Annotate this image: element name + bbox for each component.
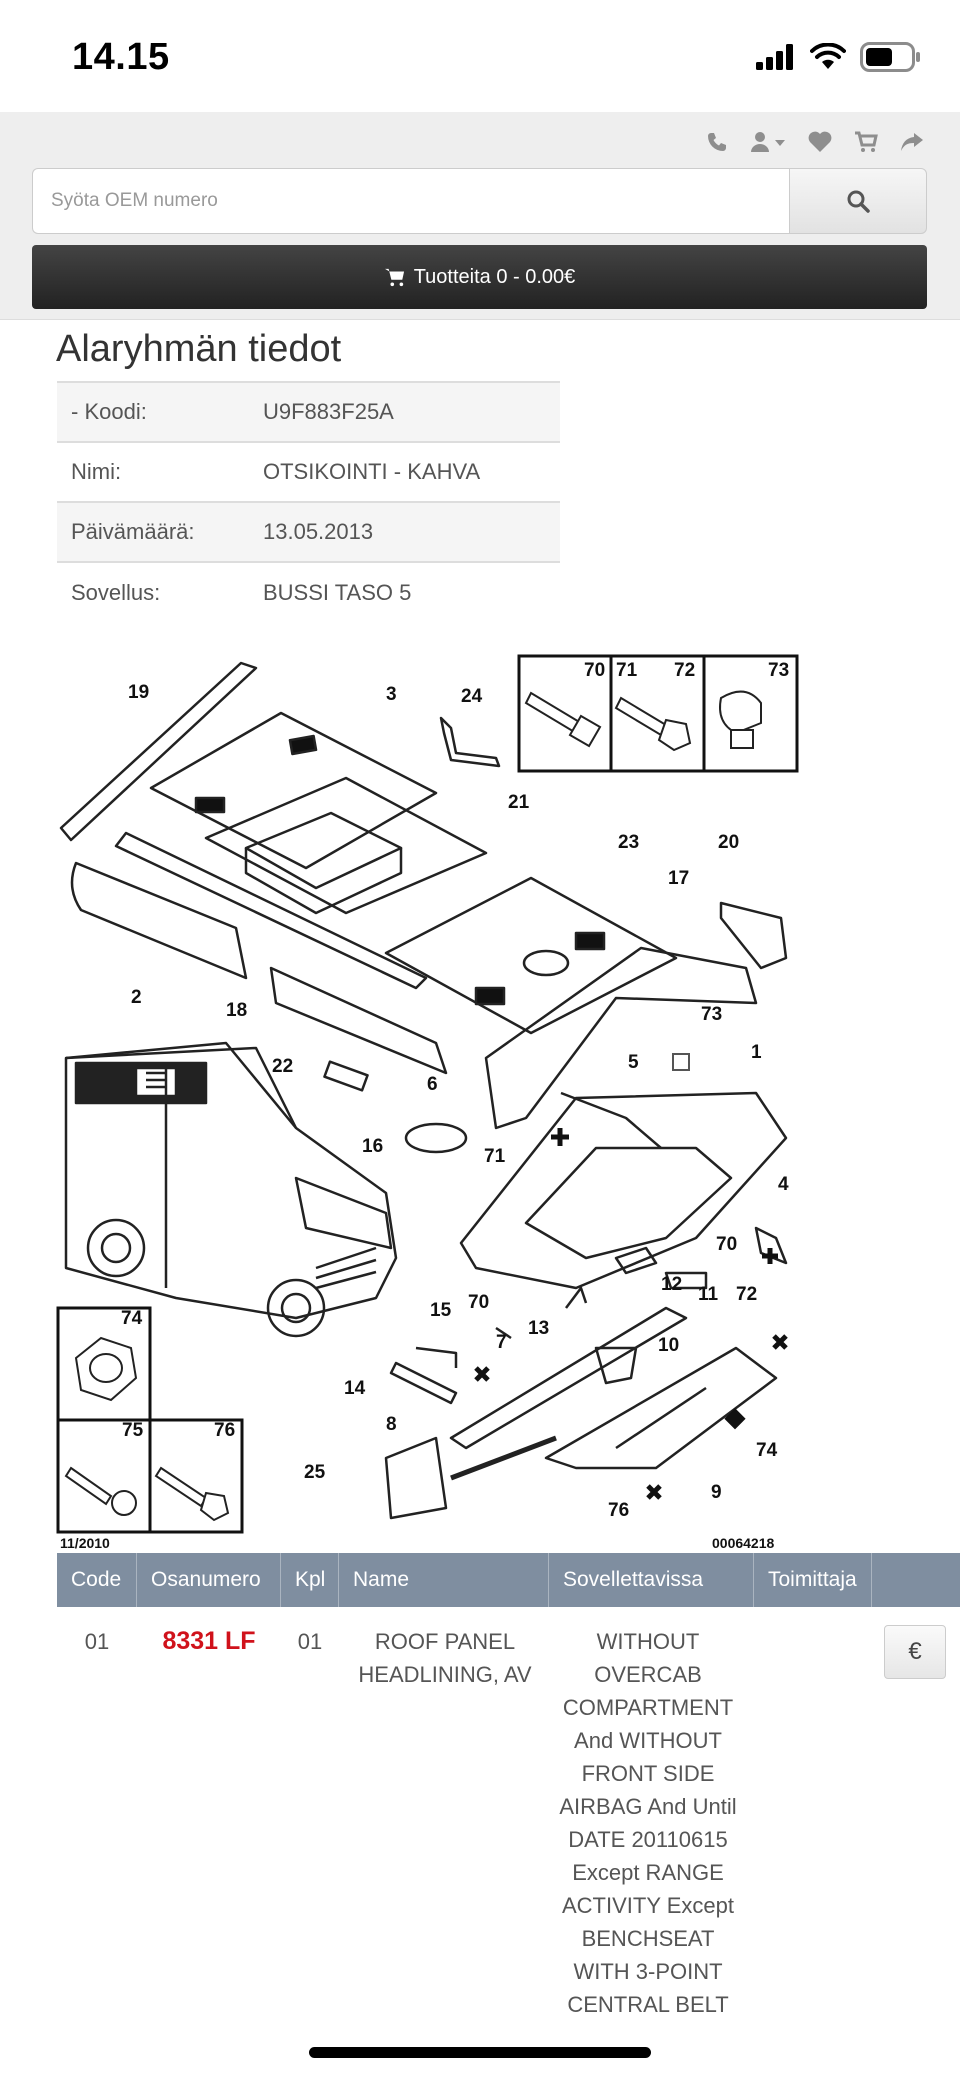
diagram-id-label: 00064218 xyxy=(712,1535,775,1551)
oem-search-input[interactable] xyxy=(32,168,789,234)
battery-icon xyxy=(860,42,920,72)
part-qty: 01 xyxy=(297,1629,323,1654)
wifi-icon xyxy=(810,43,846,69)
info-row-code: - Koodi: U9F883F25A xyxy=(57,382,560,442)
callout-6: 6 xyxy=(427,1074,438,1095)
info-row-application: Sovellus: BUSSI TASO 5 xyxy=(57,562,560,622)
callout-14: 14 xyxy=(344,1378,366,1399)
info-key: - Koodi: xyxy=(71,399,147,424)
search-button[interactable] xyxy=(789,168,927,234)
share-icon[interactable] xyxy=(900,131,924,153)
callout-10: 10 xyxy=(658,1335,679,1356)
info-key: Päivämäärä: xyxy=(71,519,195,544)
callout-2: 2 xyxy=(131,987,142,1008)
header-toolbar xyxy=(706,124,924,160)
signal-icon xyxy=(756,44,793,70)
status-icons xyxy=(756,40,922,74)
callout-18: 18 xyxy=(226,1000,247,1021)
callout-70c: 70 xyxy=(468,1292,489,1313)
callout-72: 72 xyxy=(674,660,695,681)
parts-table-header: Code Osanumero Kpl Name Sovellettavissa … xyxy=(57,1553,960,1607)
callout-23: 23 xyxy=(618,832,639,853)
user-icon[interactable] xyxy=(750,131,786,153)
callout-20: 20 xyxy=(718,832,739,853)
callout-73b: 73 xyxy=(701,1004,722,1025)
info-value: BUSSI TASO 5 xyxy=(263,579,412,605)
callout-11: 11 xyxy=(698,1284,719,1305)
callout-73: 73 xyxy=(768,660,789,681)
search-bar xyxy=(32,168,927,234)
col-code: Code xyxy=(57,1553,137,1607)
info-key: Nimi: xyxy=(71,459,122,484)
cart-summary-label: Tuotteita 0 - 0.00€ xyxy=(413,265,576,288)
callout-25: 25 xyxy=(304,1462,326,1483)
heart-icon[interactable] xyxy=(808,131,832,153)
callout-1: 1 xyxy=(751,1042,762,1063)
callout-76b: 76 xyxy=(608,1500,629,1521)
cart-icon xyxy=(384,268,404,287)
callout-13: 13 xyxy=(528,1318,549,1339)
callout-17: 17 xyxy=(668,868,689,889)
callout-5: 5 xyxy=(628,1052,639,1073)
callout-74b: 74 xyxy=(756,1440,778,1461)
callout-70: 70 xyxy=(584,660,605,681)
status-bar: 14.15 xyxy=(0,0,960,112)
diagram-date-label: 11/2010 xyxy=(60,1535,110,1551)
col-actions xyxy=(872,1553,960,1607)
callout-7: 7 xyxy=(496,1332,507,1353)
col-supplier: Toimittaja xyxy=(754,1553,872,1607)
info-value: 13.05.2013 xyxy=(263,519,374,544)
part-code: 01 xyxy=(84,1629,110,1654)
info-row-date: Päivämäärä: 13.05.2013 xyxy=(57,502,560,562)
col-part-number: Osanumero xyxy=(137,1553,281,1607)
callout-12: 12 xyxy=(661,1274,682,1295)
price-button[interactable]: € xyxy=(884,1625,946,1679)
callout-70b: 70 xyxy=(716,1234,737,1255)
callout-8: 8 xyxy=(386,1414,397,1435)
cart-icon[interactable] xyxy=(854,131,878,153)
col-applicability: Sovellettavissa xyxy=(549,1553,754,1607)
callout-16: 16 xyxy=(362,1136,383,1157)
part-applicability: WITHOUT OVERCAB COMPARTMENT And WITHOUT … xyxy=(559,1629,737,2017)
parts-exploded-diagram[interactable]: 19 3 24 70 71 72 73 21 23 20 17 2 18 73 … xyxy=(56,648,801,1553)
callout-24: 24 xyxy=(461,686,483,707)
part-name: ROOF PANEL HEADLINING, AV xyxy=(358,1629,532,1687)
col-name: Name xyxy=(339,1553,549,1607)
col-qty: Kpl xyxy=(281,1553,339,1607)
search-icon xyxy=(847,190,870,213)
subgroup-info-table: - Koodi: U9F883F25A Nimi: OTSIKOINTI - K… xyxy=(57,381,560,622)
cart-summary-button[interactable]: Tuotteita 0 - 0.00€ xyxy=(32,245,927,309)
callout-75: 75 xyxy=(122,1420,144,1441)
callout-76: 76 xyxy=(214,1420,235,1441)
status-time: 14.15 xyxy=(72,36,170,78)
callout-21: 21 xyxy=(508,792,530,813)
page-title: Alaryhmän tiedot xyxy=(56,328,342,370)
info-value: OTSIKOINTI - KAHVA xyxy=(263,459,481,484)
callout-72b: 72 xyxy=(736,1284,757,1305)
callout-9: 9 xyxy=(711,1482,722,1503)
callout-71: 71 xyxy=(616,660,638,681)
home-indicator[interactable] xyxy=(309,2047,651,2058)
part-number-link[interactable]: 8331 LF xyxy=(162,1627,256,1655)
callout-15: 15 xyxy=(430,1300,452,1321)
callout-4: 4 xyxy=(778,1174,789,1195)
callout-22: 22 xyxy=(272,1056,293,1077)
site-header: Tuotteita 0 - 0.00€ xyxy=(0,112,960,320)
callout-74: 74 xyxy=(121,1308,143,1329)
callout-71b: 71 xyxy=(484,1146,506,1167)
info-value: U9F883F25A xyxy=(263,399,394,424)
callout-19: 19 xyxy=(128,682,149,703)
info-row-name: Nimi: OTSIKOINTI - KAHVA xyxy=(57,442,560,502)
part-19-shape xyxy=(59,661,258,842)
callout-3: 3 xyxy=(386,684,397,705)
phone-icon[interactable] xyxy=(706,131,728,153)
info-key: Sovellus: xyxy=(71,579,161,605)
